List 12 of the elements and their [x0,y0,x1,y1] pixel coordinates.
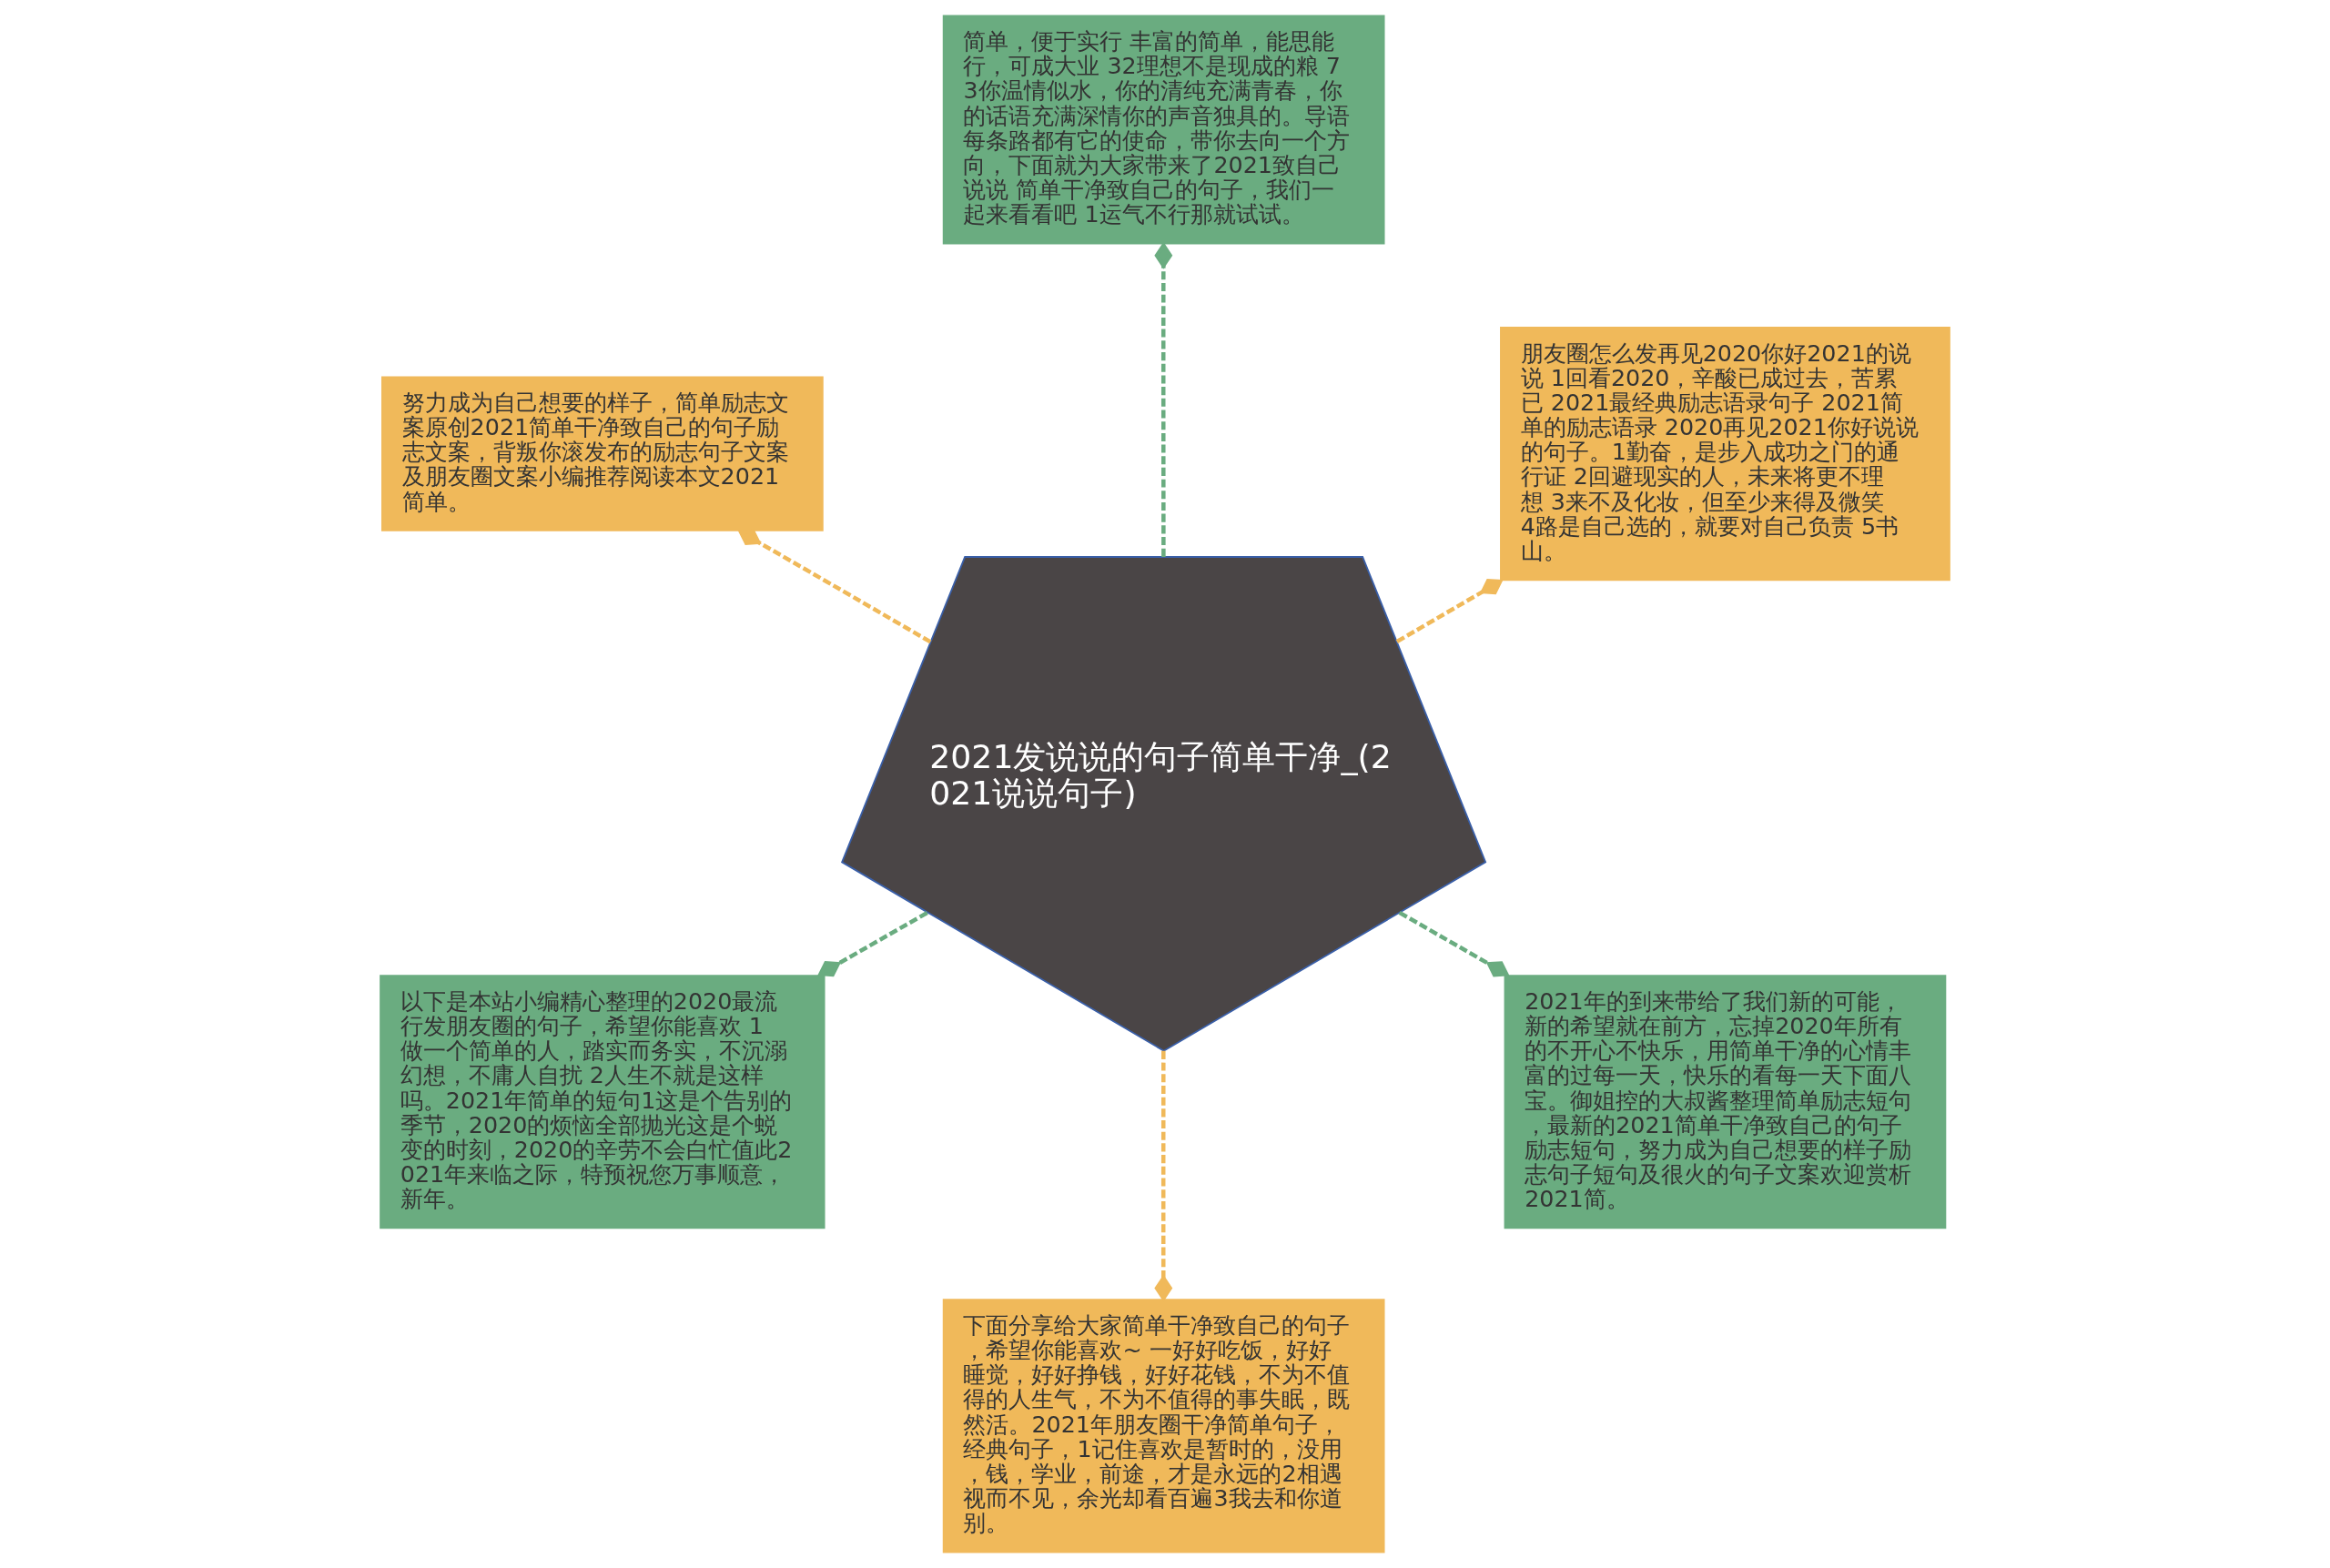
node-box: 以下是本站小编精心整理的2020最流行发朋友圈的句子，希望你能喜欢 1做一个简单的人，踏实而务实，不沉溺幻想，不庸人自扰 2人生不就是这样吗。2021年简单的短句1这是个告别的季节，2020的烦恼全部抛光这是个蜕变的时刻，2020的辛劳不会白忙值此2021年来临之际，特预祝您万事顺意，新年。 [378,973,827,1231]
node-box: 简单，便于实行 丰富的简单，能思能行，可成大业 32理想不是现成的粮 73你温情似水，你的清纯充满青春，你的话语充满深情你的声音独具的。导语每条路都有它的使命，带你去向一个方向，下面就为大家带来了2021致自己说说 简单干净致自己的句子，我们一起来看看吧 1运气不行那就试试。 [940,13,1387,247]
node-box: 朋友圈怎么发再见2020你好2021的说说 1回看2020，辛酸已成过去，苦累已 2021最经典励志语录句子 2021简单的励志语录 2020再见2021你好说说的句子。1勤奋，是步入成功之门的通行证 2回避现实的人，未来将更不理想 3来不及化妆，但至少来得及微笑 4路是自己选的，就要对自己负责 5书山。 [1498,325,1952,582]
node-box: 2021年的到来带给了我们新的可能，新的希望就在前方，忘掉2020年所有的不开心不快乐，用简单干净的心情丰富的过每一天，快乐的看每一天下面八宝。御姐控的大叔酱整理简单励志短句，最新的2021简单干净致自己的句子励志短句，努力成为自己想要的样子励志句子短句及很火的句子文案欢迎赏析2021简。 [1502,973,1949,1231]
node-box: 下面分享给大家简单干净致自己的句子，希望你能喜欢~ 一好好吃饭，好好睡觉，好好挣钱，好好花钱，不为不值得的人生气，不为不值得的事失眠，既然活。2021年朋友圈干净简单句子，经典句子，1记住喜欢是暂时的，没用，钱，学业，前途，才是永远的2相遇视而不见，余光却看百遍3我去和你道别。 [940,1297,1387,1555]
connector [817,911,928,977]
connector [1154,241,1173,557]
connector [1398,910,1510,977]
connector [1395,579,1504,644]
connector [737,529,932,644]
node-box: 努力成为自己想要的样子，简单励志文案原创2021简单干净致自己的句子励志文案，背叛你滚发布的励志句子文案及朋友圈文案小编推荐阅读本文2021简单。 [380,374,826,533]
connector [1154,1050,1173,1302]
